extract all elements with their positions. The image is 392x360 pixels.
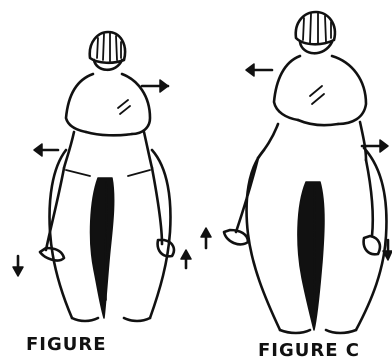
left-rider-figure: FIGURE [13, 32, 191, 355]
right-top-left-arrow [246, 64, 272, 76]
left-top-right-arrow [142, 80, 168, 92]
right-horse-tail [298, 182, 324, 330]
right-up-arrow [201, 228, 211, 248]
left-mid-left-arrow [34, 144, 58, 156]
right-rider-torso [258, 56, 366, 160]
left-horse-tail [91, 178, 114, 318]
left-down-arrow [13, 256, 23, 276]
left-rider-torso [64, 74, 152, 168]
right-rider-figure: FIGURE C [201, 12, 392, 360]
left-helmet [90, 32, 125, 70]
left-up-arrow [181, 250, 191, 268]
right-figure-caption: FIGURE C [258, 340, 360, 360]
right-helmet [296, 12, 335, 53]
left-figure-caption: FIGURE [26, 334, 107, 355]
